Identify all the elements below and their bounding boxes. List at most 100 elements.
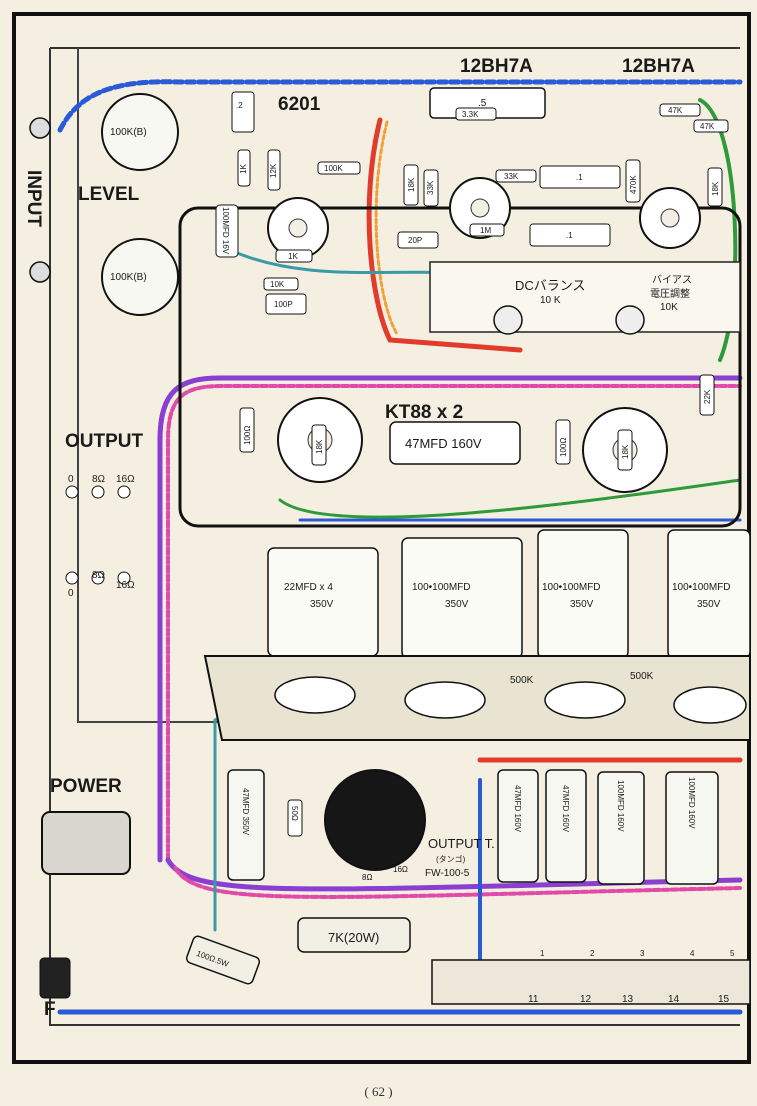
svg-text:100K: 100K xyxy=(324,164,343,173)
svg-text:47MFD 160V: 47MFD 160V xyxy=(405,436,482,451)
svg-text:100•100MFD: 100•100MFD xyxy=(672,582,731,593)
svg-text:13: 13 xyxy=(622,994,634,1005)
svg-text:22K: 22K xyxy=(703,389,712,404)
svg-text:47K: 47K xyxy=(700,122,715,131)
resistor-7k-20w: 7K(20W) xyxy=(297,917,411,953)
dc-balance-pot[interactable] xyxy=(493,305,523,335)
svg-text:12K: 12K xyxy=(269,163,278,178)
svg-text:1: 1 xyxy=(540,949,545,958)
bottom-wire-purple xyxy=(165,857,743,892)
level-label: LEVEL xyxy=(78,184,140,205)
fuse-label: F xyxy=(44,999,56,1020)
svg-text:350V: 350V xyxy=(697,599,721,610)
capacitor-100mfd-160v-a: 100MFD 160V xyxy=(597,771,645,885)
resistor-10k: 10K xyxy=(263,277,299,291)
chassis-left-edge xyxy=(49,48,740,1026)
terminal-strip xyxy=(431,959,751,1005)
power-label: POWER xyxy=(50,776,122,797)
level-pot-2[interactable]: 100K(B) xyxy=(101,238,179,316)
resistor-1k-b: 1K xyxy=(275,249,313,263)
resistor-47k-b: 47K xyxy=(693,119,729,133)
resistor-100ohm-5w: 100Ω.5W xyxy=(185,935,261,985)
svg-text:100Ω: 100Ω xyxy=(243,426,252,445)
bias-panel xyxy=(429,261,741,333)
filter-cap-22mfd: 22MFD x 4 350V xyxy=(267,547,379,657)
shelf-socket-2 xyxy=(404,681,486,719)
capacitor-47mfd-160v-a: 47MFD 160V xyxy=(389,421,521,465)
svg-text:16Ω: 16Ω xyxy=(116,474,135,485)
bottom-wire-pink xyxy=(173,866,742,899)
resistor-33k-c: 33K xyxy=(495,169,537,183)
svg-text:.5: .5 xyxy=(478,98,487,109)
svg-text:18K: 18K xyxy=(315,439,324,454)
svg-text:0: 0 xyxy=(68,588,74,599)
output-transformer-label: OUTPUT T. xyxy=(428,836,495,851)
power-wire-purple xyxy=(157,375,743,863)
shelf-socket-4 xyxy=(673,686,747,724)
svg-text:16Ω: 16Ω xyxy=(393,865,408,874)
resistor-100ohm-a: 100Ω xyxy=(239,407,255,453)
kt88-green-wire xyxy=(278,478,742,519)
svg-text:100P: 100P xyxy=(274,300,293,309)
pot-value: 100K(B) xyxy=(110,127,147,138)
filter-cap-100-100-a: 100•100MFD 350V xyxy=(401,537,523,659)
heater-wire-red xyxy=(366,117,523,353)
svg-text:350V: 350V xyxy=(310,599,334,610)
tube-socket-12bh7a-2 xyxy=(639,187,701,249)
tube-socket-12bh7a-1 xyxy=(449,177,511,239)
svg-text:47K: 47K xyxy=(668,106,683,115)
resistor-47k: 47K xyxy=(659,103,701,117)
svg-text:100MFD 16V: 100MFD 16V xyxy=(221,207,230,255)
svg-text:33K: 33K xyxy=(504,172,519,181)
output-transformer-model: FW-100-5 xyxy=(425,868,470,879)
svg-text:1K: 1K xyxy=(239,164,248,174)
input-jack-1[interactable] xyxy=(29,117,51,139)
tube-12bh7a-label-1: 12BH7A xyxy=(460,56,533,77)
resistor-18k: 18K xyxy=(403,164,419,206)
svg-text:18K: 18K xyxy=(407,177,416,192)
output-label: OUTPUT xyxy=(65,431,144,452)
svg-text:8Ω: 8Ω xyxy=(92,474,106,485)
svg-text:100Ω: 100Ω xyxy=(559,438,568,457)
svg-text:1K: 1K xyxy=(288,252,298,261)
bias-adjust-value: 10K xyxy=(660,302,678,313)
power-socket[interactable] xyxy=(41,811,131,875)
dc-balance-value: 10 K xyxy=(540,295,561,306)
svg-text:.1: .1 xyxy=(566,231,573,240)
svg-text:47MFD 160V: 47MFD 160V xyxy=(561,785,570,833)
power-wire-pink xyxy=(166,384,742,862)
level-pot-1[interactable]: 100K(B) xyxy=(101,93,179,171)
tube-socket-6201 xyxy=(267,197,329,259)
resistor-1k: 1K xyxy=(237,149,251,187)
input-jack-2[interactable] xyxy=(29,261,51,283)
svg-text:350V: 350V xyxy=(570,599,594,610)
capacitor-47mfd-160v-b: 47MFD 160V xyxy=(497,769,539,883)
output-terminals-top: 0 8Ω 16Ω xyxy=(65,474,135,499)
resistor-12k: 12K xyxy=(267,149,281,191)
capacitor-47mfd-160v-c: 47MFD 160V xyxy=(545,769,587,883)
svg-text:470K: 470K xyxy=(629,175,638,194)
resistor-33k-b: 33K xyxy=(423,169,439,207)
svg-text:14: 14 xyxy=(668,994,680,1005)
svg-text:4: 4 xyxy=(690,949,695,958)
resistor-470k: 470K xyxy=(625,159,641,203)
resistor-3-3k: 3.3K xyxy=(455,107,497,121)
fuse-holder[interactable] xyxy=(39,957,71,999)
bias-adjust-pot[interactable] xyxy=(615,305,645,335)
svg-text:8Ω: 8Ω xyxy=(92,570,106,581)
svg-text:0: 0 xyxy=(68,474,74,485)
svg-text:18K: 18K xyxy=(621,444,630,459)
svg-text:47MFD 160V: 47MFD 160V xyxy=(513,785,522,833)
resistor-18k-d: 18K xyxy=(617,429,633,471)
capacitor-20p: 20P xyxy=(397,231,439,249)
svg-text:18K: 18K xyxy=(711,181,720,196)
output-transformer: 16Ω 8Ω xyxy=(324,769,426,882)
capacitor-1b: .1 xyxy=(529,223,611,247)
svg-text:15: 15 xyxy=(718,994,730,1005)
svg-text:47MFD 350V: 47MFD 350V xyxy=(241,788,250,836)
pot-500k-a-label: 500K xyxy=(510,675,534,686)
svg-text:100MFD 160V: 100MFD 160V xyxy=(687,777,696,829)
capacitor-2: .2 xyxy=(231,91,255,133)
shielded-input-wire xyxy=(57,79,743,133)
